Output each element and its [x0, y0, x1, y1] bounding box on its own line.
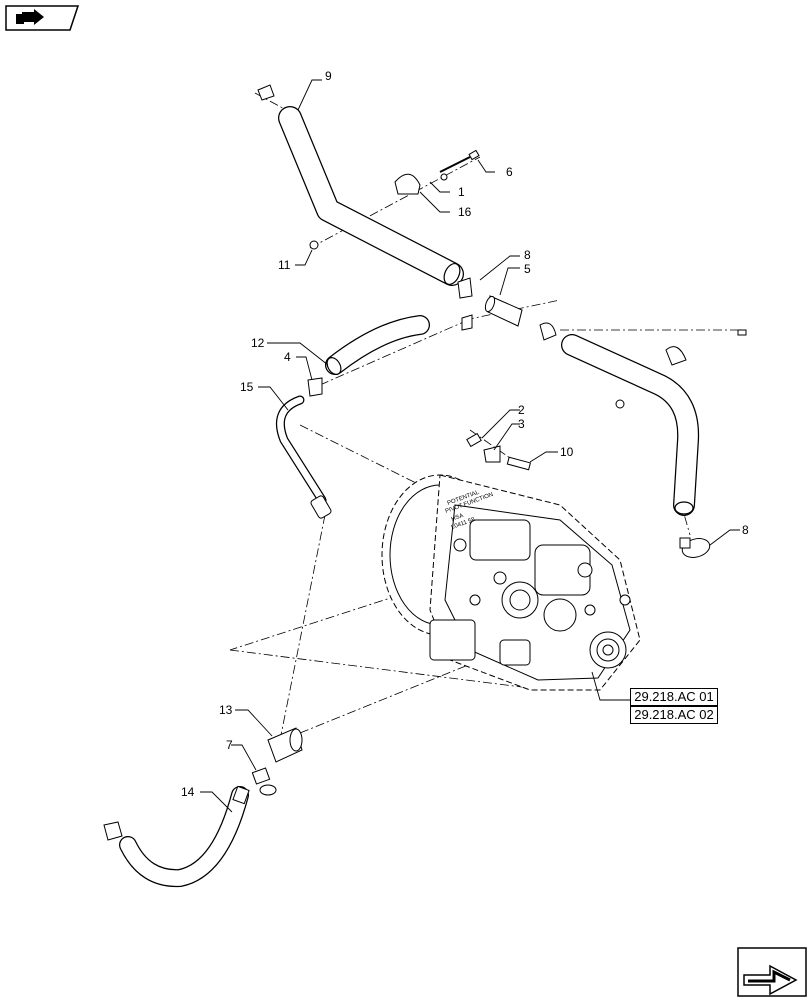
next-page-arrow-icon[interactable] [737, 947, 807, 997]
callout-1: 1 [458, 185, 465, 199]
callout-4: 4 [284, 350, 291, 364]
reference-link-1[interactable]: 29.218.AC 01 [630, 688, 718, 706]
callout-8-lower: 8 [742, 523, 749, 537]
callout-numbers: 9 6 1 16 11 8 5 12 4 15 2 3 10 8 13 7 14 [181, 69, 749, 799]
fittings [103, 84, 747, 841]
callout-16: 16 [458, 205, 472, 219]
hose-9 [278, 106, 464, 286]
callout-14: 14 [181, 785, 195, 799]
callout-13: 13 [219, 703, 233, 717]
pipe-15 [276, 395, 332, 519]
callout-10: 10 [560, 445, 574, 459]
callout-9: 9 [325, 69, 332, 83]
callout-3: 3 [518, 417, 525, 431]
hose-14 [119, 786, 249, 888]
callout-15: 15 [240, 380, 254, 394]
callout-7: 7 [226, 738, 233, 752]
callout-6: 6 [506, 165, 513, 179]
hose-12 [325, 315, 430, 375]
hose-right [561, 334, 700, 516]
leader-lines [200, 79, 740, 813]
callout-5: 5 [524, 262, 531, 276]
callout-12: 12 [251, 336, 265, 350]
callout-8-upper: 8 [524, 248, 531, 262]
engraving-line-3: HSA [451, 513, 465, 523]
book-nav-icon[interactable] [5, 5, 80, 31]
callout-2: 2 [518, 403, 525, 417]
callout-11: 11 [278, 258, 291, 272]
hydraulic-pump-assembly [381, 474, 641, 691]
reference-link-2[interactable]: 29.218.AC 02 [630, 706, 718, 724]
